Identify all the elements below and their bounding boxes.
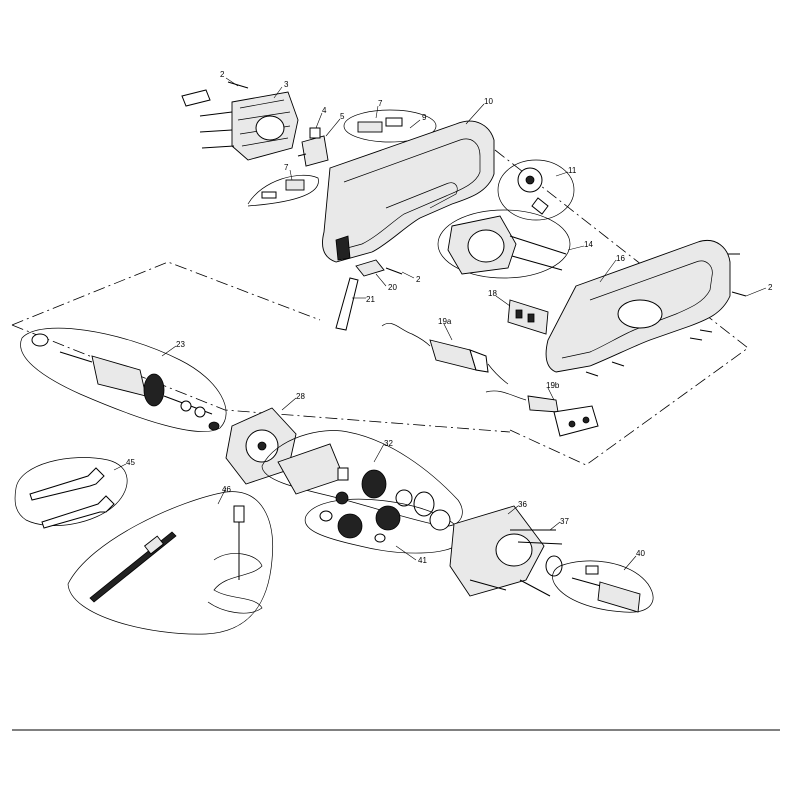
- part-40-spindle: [571, 565, 641, 613]
- part-11-brush-cap: [517, 167, 549, 215]
- callout-11: 11: [568, 166, 577, 175]
- callout-46: 46: [222, 485, 231, 494]
- part-7-switch-electronics: [261, 179, 305, 199]
- part-11-outline: [497, 159, 575, 221]
- part-23-armature: [31, 333, 220, 431]
- callout-7a: 7: [378, 99, 383, 108]
- part-45-spanners: [29, 467, 115, 529]
- callout-4: 4: [322, 106, 327, 115]
- part-18-connector: [507, 299, 549, 335]
- part-4-5-switch: [297, 127, 329, 167]
- callout-21: 21: [366, 295, 375, 304]
- part-7-9-speed-selector: [357, 117, 403, 133]
- callout-5: 5: [340, 112, 345, 121]
- part-46-mixing-paddle: [89, 505, 263, 614]
- part-14-outline: [437, 209, 571, 279]
- callout-45: 45: [126, 458, 135, 467]
- part-45-outline: [14, 457, 128, 526]
- part-3-rear-cap: [181, 81, 299, 161]
- callout-37: 37: [560, 517, 569, 526]
- part-10-housing-left: [322, 120, 495, 263]
- part-19b-cord-clamp: [485, 390, 599, 437]
- callout-18: 18: [488, 289, 497, 298]
- part-20-21-side-handle: [335, 259, 403, 331]
- part-23-outline: [20, 327, 227, 432]
- callout-19b: 19b: [546, 381, 560, 390]
- callout-9: 9: [422, 113, 427, 122]
- callout-41: 41: [418, 556, 427, 565]
- callout-14: 14: [584, 240, 593, 249]
- part-40-outline: [552, 560, 654, 613]
- callout-7b: 7: [284, 163, 289, 172]
- callout-2c: 2: [768, 283, 773, 292]
- part-16-housing-right: [545, 240, 747, 377]
- sub-assembly-boundary-upper: [494, 149, 749, 466]
- callout-36: 36: [518, 500, 527, 509]
- callout-20: 20: [388, 283, 397, 292]
- part-41-gear-set: [319, 491, 451, 543]
- callout-10: 10: [484, 97, 493, 106]
- part-7-outline: [247, 174, 319, 207]
- callout-19a: 19a: [438, 317, 452, 326]
- callout-2a: 2: [220, 70, 225, 79]
- callout-28: 28: [296, 392, 305, 401]
- part-32-outline: [261, 430, 463, 527]
- callout-3: 3: [284, 80, 289, 89]
- sub-assembly-boundary-lower: [11, 261, 511, 433]
- part-46-outline: [67, 491, 273, 635]
- part-14-stator: [447, 215, 567, 275]
- part-36-37-front-housing: [449, 505, 563, 597]
- part-32-gear-case: [277, 443, 435, 517]
- part-28-gear-plate: [225, 407, 297, 485]
- callout-23: 23: [176, 340, 185, 349]
- callout-16: 16: [616, 254, 625, 263]
- callout-32: 32: [384, 439, 393, 448]
- part-7-9-outline: [343, 109, 437, 143]
- part-19a-cord-plug: [381, 322, 509, 385]
- callout-40: 40: [636, 549, 645, 558]
- callout-2b: 2: [416, 275, 421, 284]
